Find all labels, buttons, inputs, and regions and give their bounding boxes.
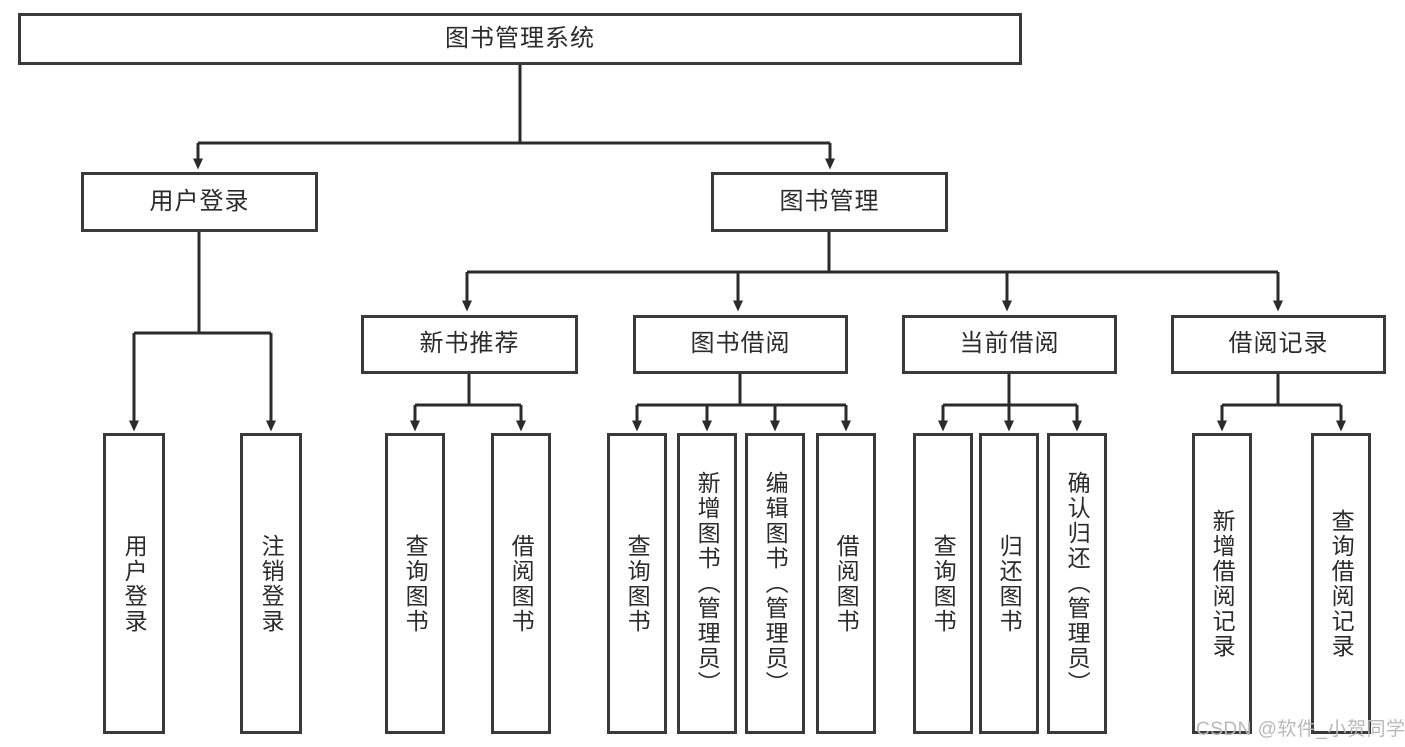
node-borrow-record[interactable]: 借阅记录 xyxy=(1171,315,1386,374)
leaf-query-book-new-label: 查询图书 xyxy=(402,533,429,634)
node-current-borrow-label: 当前借阅 xyxy=(959,330,1060,358)
watermark: CSDN @软件_小贺同学 xyxy=(1196,719,1405,740)
node-book-borrow-label: 图书借阅 xyxy=(690,330,791,358)
node-user-login[interactable]: 用户登录 xyxy=(81,172,318,232)
leaf-query-book-borrow[interactable]: 查询图书 xyxy=(607,433,667,734)
leaf-add-borrow-record[interactable]: 新增借阅记录 xyxy=(1192,433,1252,734)
leaf-borrow-book-new[interactable]: 借阅图书 xyxy=(491,433,551,734)
leaf-return-book[interactable]: 归还图书 xyxy=(979,433,1039,734)
leaf-return-book-label: 归还图书 xyxy=(996,533,1023,634)
leaf-add-borrow-record-label: 新增借阅记录 xyxy=(1209,508,1236,659)
node-book-borrow[interactable]: 图书借阅 xyxy=(633,315,848,374)
node-book-management-label: 图书管理 xyxy=(779,187,880,215)
leaf-query-book-current-label: 查询图书 xyxy=(930,533,957,634)
leaf-query-book-new[interactable]: 查询图书 xyxy=(385,433,445,734)
node-current-borrow[interactable]: 当前借阅 xyxy=(902,315,1117,374)
leaf-edit-book-admin[interactable]: 编辑图书（管理员） xyxy=(745,433,805,734)
node-new-book-recommend[interactable]: 新书推荐 xyxy=(361,315,578,374)
leaf-borrow-book[interactable]: 借阅图书 xyxy=(816,433,876,734)
leaf-borrow-book-label: 借阅图书 xyxy=(833,533,860,634)
leaf-confirm-return-admin[interactable]: 确认归还（管理员） xyxy=(1047,433,1107,734)
node-new-book-recommend-label: 新书推荐 xyxy=(419,330,520,358)
node-root-label: 图书管理系统 xyxy=(445,24,595,52)
leaf-borrow-book-new-label: 借阅图书 xyxy=(508,533,535,634)
leaf-logout-label: 注销登录 xyxy=(258,533,285,634)
node-book-management[interactable]: 图书管理 xyxy=(711,172,948,232)
leaf-query-book-borrow-label: 查询图书 xyxy=(624,533,651,634)
node-borrow-record-label: 借阅记录 xyxy=(1228,330,1329,358)
leaf-query-book-current[interactable]: 查询图书 xyxy=(913,433,973,734)
node-root[interactable]: 图书管理系统 xyxy=(18,13,1022,65)
leaf-edit-book-admin-label: 编辑图书（管理员） xyxy=(762,471,789,696)
leaf-user-login[interactable]: 用户登录 xyxy=(103,433,165,734)
leaf-confirm-return-admin-label: 确认归还（管理员） xyxy=(1064,471,1091,696)
leaf-query-borrow-record[interactable]: 查询借阅记录 xyxy=(1311,433,1371,734)
leaf-add-book-admin[interactable]: 新增图书（管理员） xyxy=(677,433,737,734)
leaf-query-borrow-record-label: 查询借阅记录 xyxy=(1328,508,1355,659)
node-user-login-label: 用户登录 xyxy=(149,187,250,215)
leaf-user-login-label: 用户登录 xyxy=(121,533,148,634)
leaf-add-book-admin-label: 新增图书（管理员） xyxy=(694,471,721,696)
leaf-logout[interactable]: 注销登录 xyxy=(240,433,302,734)
